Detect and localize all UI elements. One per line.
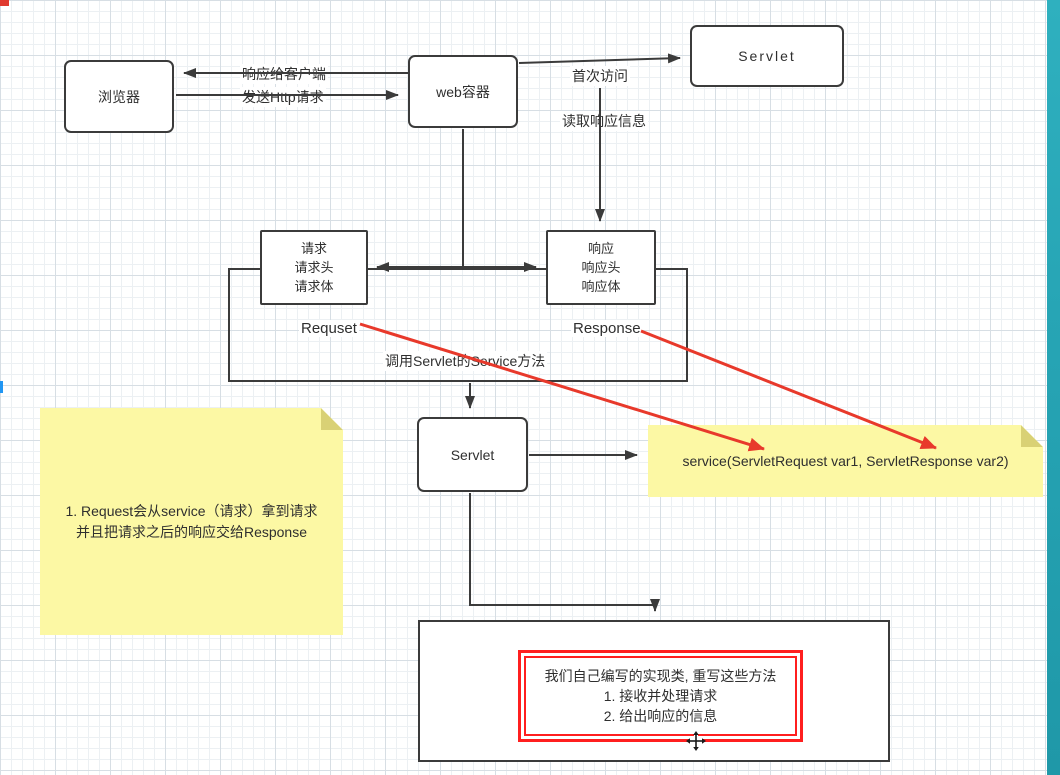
browser-label: 浏览器 [98,88,140,105]
servlet-mid-label: Servlet [450,446,495,463]
request-node[interactable]: 请求 请求头 请求体 [260,230,368,305]
servlet-mid-node[interactable]: Servlet [417,417,528,492]
arrow-servlet-to-implementation[interactable] [469,493,660,612]
request-line2: 请求头 [294,260,334,275]
impl-line3: 2. 给出响应的信息 [603,708,718,724]
browser-node[interactable]: 浏览器 [64,60,174,133]
web-container-node[interactable]: web容器 [408,55,518,128]
blue-edge-mark [0,381,3,393]
response-line2: 响应头 [581,260,621,275]
label-respond-to-client: 响应给客户端 [240,64,328,84]
note-right-text: service(ServletRequest var1, ServletResp… [682,452,1009,469]
impl-line1: 我们自己编写的实现类, 重写这些方法 [544,668,777,684]
label-response-tag: Response [571,320,643,337]
response-line1: 响应 [587,241,614,256]
implementation-outer-box[interactable] [418,620,890,762]
response-node[interactable]: 响应 响应头 响应体 [546,230,656,305]
label-first-visit: 首次访问 [570,66,630,86]
label-read-response-info: 读取响应信息 [560,111,648,131]
window-edge-strip [1047,0,1060,775]
note-fold-icon [321,408,343,430]
label-requset-tag: Requset [299,320,359,337]
web-container-label: web容器 [436,83,490,100]
request-line1: 请求 [300,241,327,256]
red-corner-mark [0,0,9,6]
move-cursor-icon [686,731,706,751]
highlight-red-box[interactable]: 我们自己编写的实现类, 重写这些方法 1. 接收并处理请求 2. 给出响应的信息 [518,650,803,742]
label-call-service-method: 调用Servlet的Service方法 [383,351,548,371]
note-left-line1: 1. Request会从service（请求）拿到请求 [65,502,318,519]
impl-line2: 1. 接收并处理请求 [603,688,718,704]
arrow-first-visit[interactable] [518,53,681,64]
servlet-top-node[interactable]: Servlet [690,25,844,87]
request-line3: 请求体 [294,279,334,294]
sticky-note-left[interactable]: 1. Request会从service（请求）拿到请求 并且把请求之后的响应交给… [40,408,343,635]
response-line3: 响应体 [581,279,621,294]
note-left-text: 1. Request会从service（请求）拿到请求 并且把请求之后的响应交给… [65,501,317,543]
note-left-line2: 并且把请求之后的响应交给Response [75,523,308,540]
note-fold-icon [1021,425,1043,447]
servlet-top-label: Servlet [738,48,796,64]
label-send-http-request: 发送Http请求 [240,87,326,107]
highlight-red-inner-box: 我们自己编写的实现类, 重写这些方法 1. 接收并处理请求 2. 给出响应的信息 [524,656,797,736]
sticky-note-right[interactable]: service(ServletRequest var1, ServletResp… [648,425,1043,497]
